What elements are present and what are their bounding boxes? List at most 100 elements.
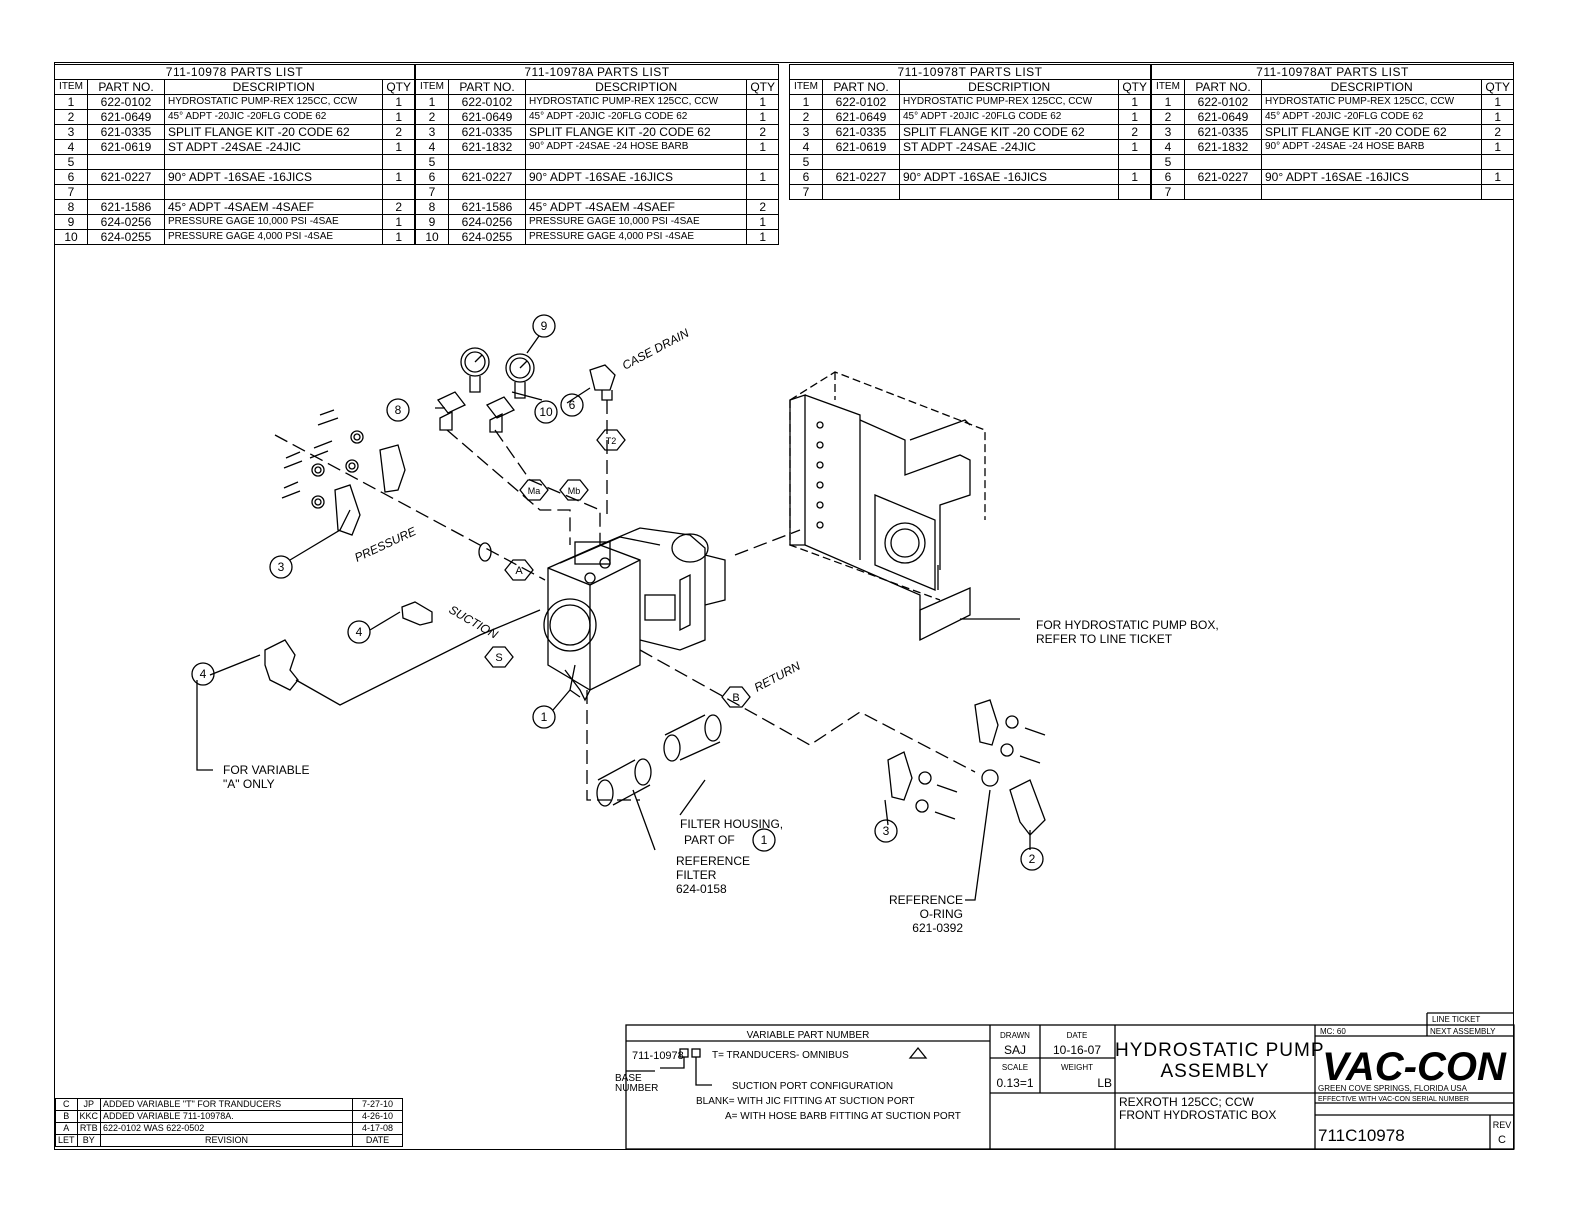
base-number-label: BASE NUMBER xyxy=(615,1073,659,1094)
drawn-value: SAJ xyxy=(1004,1043,1026,1057)
cell-description: ST ADPT -24SAE -24JIC xyxy=(163,139,384,155)
base-part-number: 711-10978 xyxy=(632,1050,684,1062)
callout-1: 1 xyxy=(541,710,548,724)
note-variable-a: FOR VARIABLE "A" ONLY xyxy=(223,763,310,791)
port-ma-marker xyxy=(519,479,549,501)
port-ma-label: Ma xyxy=(528,486,541,496)
cell-quantity xyxy=(1118,184,1151,200)
parts-row: 7 xyxy=(789,184,1151,200)
date-value: 10-16-07 xyxy=(1053,1043,1101,1057)
port-mb-marker xyxy=(559,479,589,501)
cell-quantity: 1 xyxy=(1118,169,1151,185)
cell-part-number: 621-0335 xyxy=(87,124,165,140)
port-t2-label: T2 xyxy=(606,436,617,446)
note-filter-housing-1: FILTER HOUSING, xyxy=(680,817,784,831)
cell-quantity: 1 xyxy=(1481,94,1514,110)
callout-4b: 4 xyxy=(200,667,207,681)
cell-quantity: 1 xyxy=(746,229,779,245)
drawing-subtitle: REXROTH 125CC; CCW FRONT HYDROSTATIC BOX xyxy=(1119,1095,1277,1122)
cell-description xyxy=(1260,184,1483,200)
suction-adapters xyxy=(264,601,433,691)
revision-date: DATE xyxy=(352,1134,403,1147)
callout-9: 9 xyxy=(541,319,548,333)
parts-list-title: 711-10978T PARTS LIST xyxy=(789,64,1151,80)
column-header-qty: QTY xyxy=(382,79,415,95)
date-label: DATE xyxy=(1067,1031,1088,1040)
cell-item-number: 10 xyxy=(415,229,449,245)
split-flange-kit-return xyxy=(887,699,1046,836)
drawing-title: HYDROSTATIC PUMP ASSEMBLY xyxy=(1115,1040,1325,1082)
line-ticket-label: LINE TICKET xyxy=(1432,1015,1480,1024)
filter xyxy=(596,714,722,807)
cell-description: 45° ADPT -4SAEM -4SAEF xyxy=(163,199,384,215)
parts-row: 7 xyxy=(1151,184,1514,200)
port-a-label: A xyxy=(515,565,523,577)
note-hydro-box: FOR HYDROSTATIC PUMP BOX, REFER TO LINE … xyxy=(1036,618,1219,646)
revision-date: 7-27-10 xyxy=(352,1098,403,1111)
port-b-label: B xyxy=(732,692,739,704)
location-text: GREEN COVE SPRINGS, FLORIDA USA xyxy=(1318,1084,1468,1093)
cell-part-number: 624-0255 xyxy=(87,229,165,245)
cell-description: 90° ADPT -16SAE -16JICS xyxy=(524,169,748,185)
split-flange-kit-pressure xyxy=(281,409,406,536)
callout-2: 2 xyxy=(1029,852,1036,866)
cell-part-number: 621-0619 xyxy=(822,139,900,155)
transducer-option: T= TRANDUCERS- OMNIBUS xyxy=(712,1050,849,1061)
cell-description: SPLIT FLANGE KIT -20 CODE 62 xyxy=(524,124,748,140)
cell-part-number: 621-1586 xyxy=(448,199,526,215)
callout-circles xyxy=(191,314,1044,871)
cell-part-number: 621-0649 xyxy=(448,109,526,125)
callout-10: 10 xyxy=(539,405,553,419)
cell-description: SPLIT FLANGE KIT -20 CODE 62 xyxy=(163,124,384,140)
callout-8: 8 xyxy=(395,403,402,417)
note-ref-oring: REFERENCE O-RING 621-0392 xyxy=(889,893,964,935)
rev-label: REV xyxy=(1493,1120,1512,1130)
cell-part-number: 621-0227 xyxy=(1184,169,1262,185)
vac-con-logo: VAC-CON xyxy=(1322,1045,1507,1089)
callout-3b: 3 xyxy=(883,824,890,838)
port-mb-label: Mb xyxy=(568,486,581,496)
scale-value: 0.13=1 xyxy=(996,1076,1033,1090)
callout-3a: 3 xyxy=(278,560,285,574)
rev-value: C xyxy=(1498,1134,1506,1146)
note-ref-filter: REFERENCE FILTER 624-0158 xyxy=(676,854,751,896)
cell-description: 90° ADPT -16SAE -16JICS xyxy=(1260,169,1483,185)
suction-line xyxy=(295,609,541,706)
port-b-marker xyxy=(721,686,751,708)
cell-part-number: 621-0227 xyxy=(87,169,165,185)
weight-value: LB xyxy=(1097,1076,1112,1090)
mc-value: MC: 60 xyxy=(1320,1027,1346,1036)
cell-part-number: 622-0102 xyxy=(87,94,165,110)
next-assembly-label: NEXT ASSEMBLY xyxy=(1430,1027,1496,1036)
cell-part-number: 621-1832 xyxy=(1184,139,1262,155)
cell-description xyxy=(898,184,1120,200)
port-a-marker xyxy=(504,559,534,581)
cell-part-number: 621-0227 xyxy=(822,169,900,185)
cell-quantity xyxy=(1481,184,1514,200)
callout-4a: 4 xyxy=(356,625,363,639)
cell-part-number: 624-0256 xyxy=(448,214,526,230)
cell-item-number: 7 xyxy=(1151,184,1185,200)
port-s-marker xyxy=(484,646,514,668)
drawn-label: DRAWN xyxy=(1000,1031,1030,1040)
weight-label: WEIGHT xyxy=(1061,1063,1093,1072)
cell-part-number: 621-0335 xyxy=(822,124,900,140)
cell-description: 45° ADPT -4SAEM -4SAEF xyxy=(524,199,748,215)
parts-list-title: 711-10978AT PARTS LIST xyxy=(1151,64,1514,80)
